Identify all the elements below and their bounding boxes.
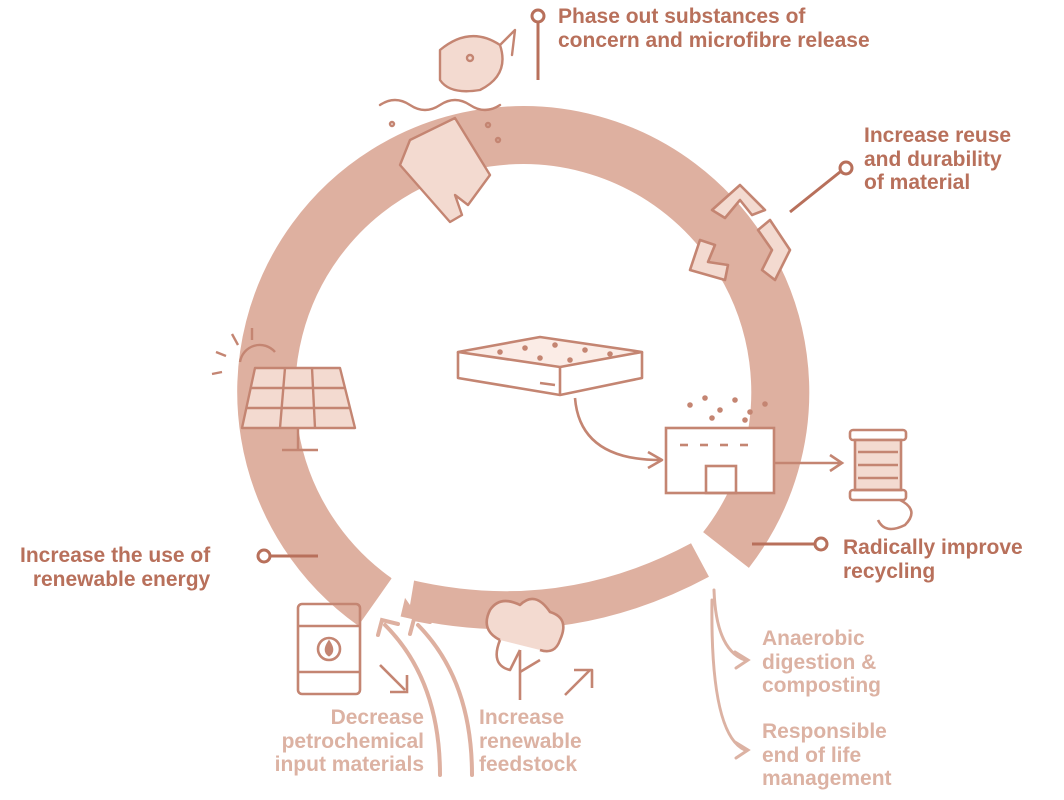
circular-ring xyxy=(237,106,810,630)
label-responsible-end-of-life: Responsible end of life management xyxy=(762,720,892,791)
end-of-life-arrows xyxy=(710,588,751,760)
recycle-icon xyxy=(688,183,792,282)
solar-panel-icon xyxy=(211,328,357,452)
label-recycling: Radically improve recycling xyxy=(843,536,1023,583)
cotton-plant-icon xyxy=(485,597,594,700)
thread-spool-icon xyxy=(848,428,913,531)
input-arrows xyxy=(376,616,474,777)
label-reuse: Increase reuse and durability of materia… xyxy=(864,124,1012,195)
mattress-icon xyxy=(456,335,664,470)
shredder-box-icon xyxy=(664,395,845,495)
label-anaerobic-digestion: Anaerobic digestion & composting xyxy=(762,627,881,698)
label-renewable-energy: Increase the use of renewable energy xyxy=(20,544,211,591)
label-decrease-petrochemical: Decrease petrochemical input materials xyxy=(274,706,424,777)
oil-barrel-icon xyxy=(296,602,409,696)
connector-lines xyxy=(256,8,854,564)
fish-plastic-icon xyxy=(378,28,517,224)
label-increase-feedstock: Increase renewable feedstock xyxy=(479,706,582,777)
label-phase-out: Phase out substances of concern and micr… xyxy=(558,5,870,52)
